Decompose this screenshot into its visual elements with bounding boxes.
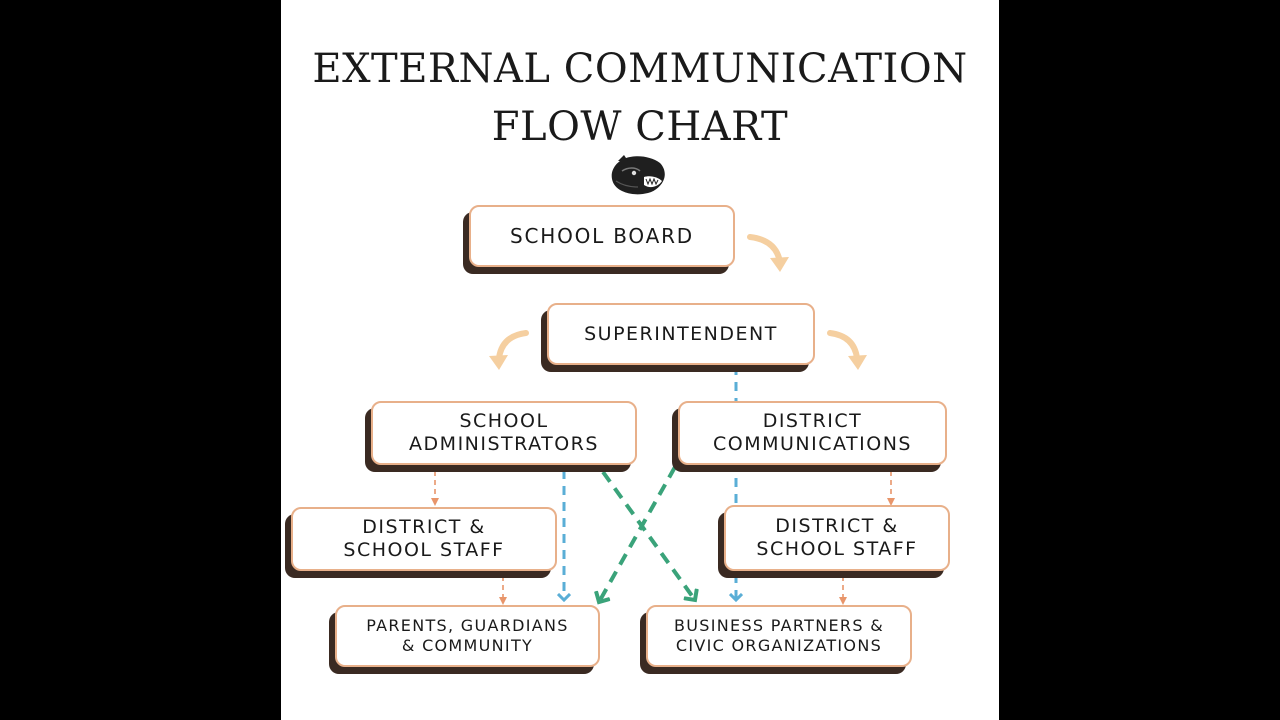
green-dash-communications-to-parents [599,466,677,602]
node-parents-guardians-community: PARENTS, GUARDIANS & COMMUNITY [329,605,600,674]
green-dash-administrators-to-business [601,470,695,600]
node-school-board: SCHOOL BOARD [463,205,735,274]
curved-arrow-superintendent-to-communications [827,330,867,370]
panther-logo-icon [611,155,665,195]
curved-arrow-board-to-superintendent [747,234,789,272]
title-line-1: EXTERNAL COMMUNICATION [312,46,968,92]
title-line-2: FLOW CHART [491,104,789,150]
page-title: EXTERNAL COMMUNICATION FLOW CHART [281,40,999,156]
curved-arrow-superintendent-to-administrators [489,330,529,370]
flow-chart-sheet: EXTERNAL COMMUNICATION FLOW CHART [281,0,999,720]
node-district-communications: DISTRICT COMMUNICATIONS [672,401,947,472]
node-superintendent: SUPERINTENDENT [541,303,815,372]
node-business-partners-civic: BUSINESS PARTNERS & CIVIC ORGANIZATIONS [640,605,912,674]
node-district-school-staff-left: DISTRICT & SCHOOL STAFF [285,507,557,578]
node-district-school-staff-right: DISTRICT & SCHOOL STAFF [718,505,950,578]
node-school-administrators: SCHOOL ADMINISTRATORS [365,401,637,472]
